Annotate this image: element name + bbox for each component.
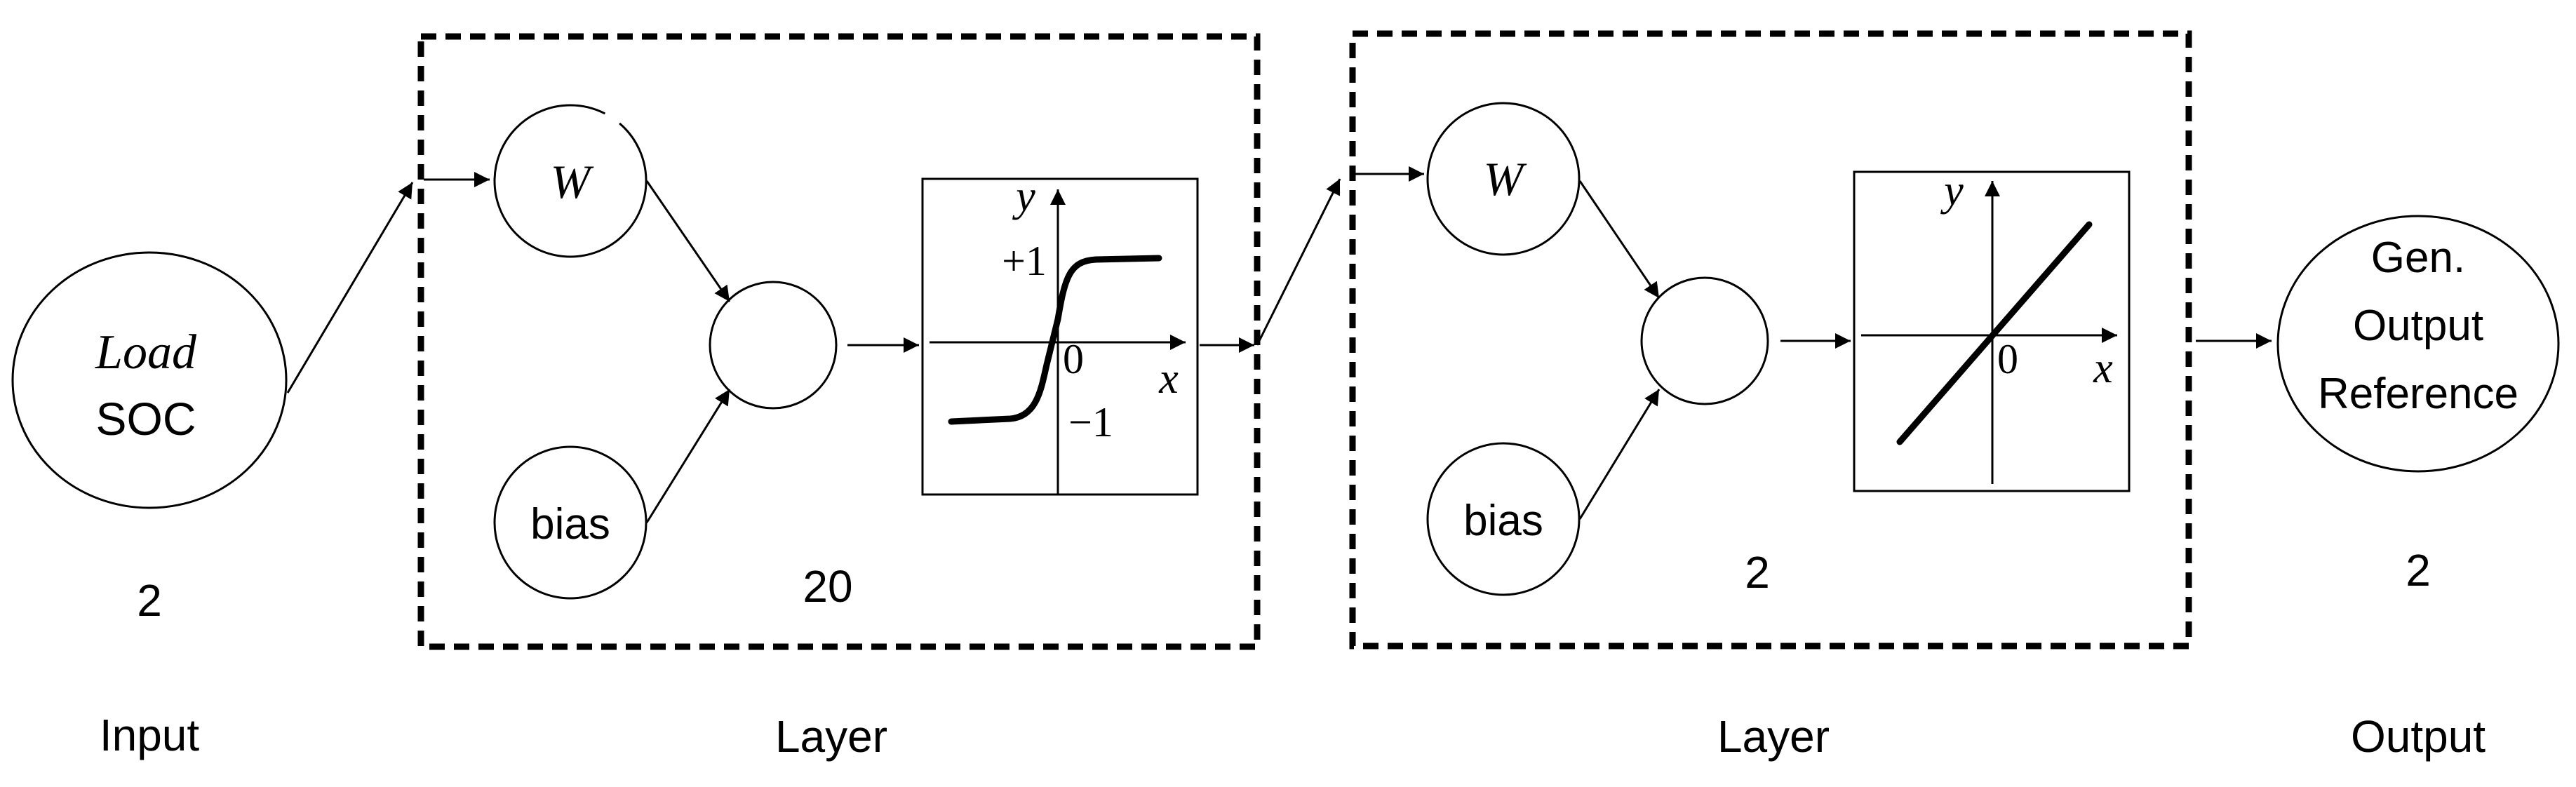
output-activation-plot: y x 0 (1853, 167, 2131, 492)
output-weight-label: W (1484, 152, 1527, 206)
input-var-soc: SOC (95, 393, 196, 445)
hidden-activation-y-label: y (1012, 173, 1035, 220)
input-var-load: Load (95, 325, 197, 379)
hidden-layer-caption: Layer (775, 711, 887, 762)
output-size: 2 (2406, 545, 2431, 596)
hidden-sum-node (709, 281, 838, 410)
output-bias-label: bias (1463, 497, 1543, 545)
hidden-activation-origin: 0 (1063, 336, 1084, 382)
hidden-to-output-arrow (1256, 178, 1341, 346)
output-line-2: Output (2353, 302, 2483, 350)
output-activation-y-label: y (1940, 167, 1964, 215)
output-sum-node (1640, 276, 1769, 405)
output-activation-origin: 0 (1997, 336, 2018, 382)
hidden-weight-to-sum-arrow (645, 180, 731, 302)
output-layer-box (1349, 30, 2192, 650)
output-bias-node (1426, 442, 1581, 596)
output-layer-size: 2 (1745, 547, 1770, 598)
linear-curve (1896, 221, 2093, 445)
hidden-activation-upper: +1 (1002, 238, 1047, 284)
input-caption: Input (100, 710, 200, 760)
hidden-activation-x-label: x (1158, 355, 1179, 403)
output-layer-caption: Layer (1717, 711, 1830, 762)
input-to-hidden-arrow (286, 182, 414, 394)
hidden-bias-node (493, 445, 648, 600)
input-size: 2 (137, 575, 162, 626)
input-node (11, 251, 288, 509)
output-node (2276, 215, 2560, 473)
output-caption: Output (2351, 711, 2486, 762)
output-line-3: Reference (2318, 370, 2518, 418)
output-weight-to-sum-arrow (1578, 180, 1661, 299)
hidden-bias-label: bias (530, 500, 610, 549)
tansig-curve (948, 255, 1162, 425)
output-weight-node (1426, 102, 1581, 256)
hidden-weight-node (493, 104, 648, 258)
hidden-layer-box (417, 33, 1261, 650)
output-bias-to-sum-arrow (1578, 389, 1661, 520)
hidden-activation-plot: y x 0 +1 −1 (921, 173, 1199, 496)
output-line-1: Gen. (2371, 234, 2465, 282)
hidden-weight-label: W (551, 155, 594, 208)
output-activation-x-label: x (2093, 344, 2113, 392)
hidden-layer-size: 20 (803, 561, 852, 612)
hidden-activation-lower: −1 (1068, 399, 1113, 445)
hidden-bias-to-sum-arrow (645, 389, 731, 523)
